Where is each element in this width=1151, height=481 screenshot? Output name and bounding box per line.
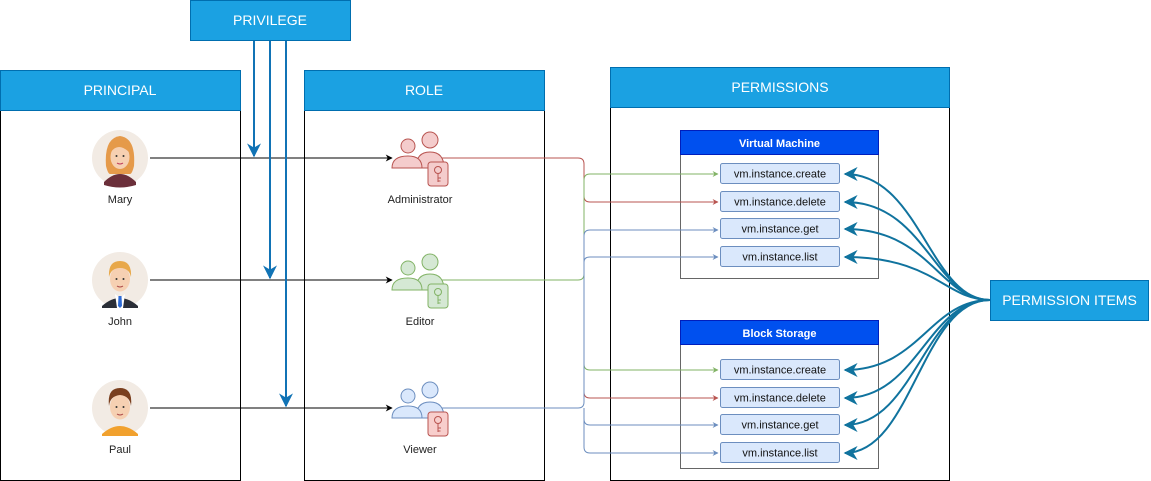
permission-item-label: vm.instance.delete: [734, 393, 826, 405]
permission-item-label: vm.instance.get: [741, 420, 818, 432]
permission-item[interactable]: vm.instance.list: [720, 246, 840, 267]
principal-name: John: [108, 316, 132, 328]
group-title: Virtual Machine: [739, 138, 820, 150]
permissions-header-label: PERMISSIONS: [731, 79, 828, 95]
privilege-edges: [247, 41, 293, 408]
permission-item-label: vm.instance.create: [734, 169, 826, 181]
permission-item-label: vm.instance.delete: [734, 197, 826, 209]
role-permission-edges: [440, 157, 719, 456]
permission-item-label: vm.instance.create: [734, 365, 826, 377]
role-viewer[interactable]: Viewer: [391, 381, 449, 456]
permission-item[interactable]: vm.instance.create: [720, 359, 840, 380]
group-title: Block Storage: [743, 328, 817, 340]
group-header: [680, 320, 879, 345]
principal-name: Paul: [109, 444, 131, 456]
role-name: Administrator: [388, 194, 453, 206]
permission-item[interactable]: vm.instance.create: [720, 163, 840, 184]
user-key-icon: [391, 381, 449, 437]
role-administrator[interactable]: Administrator: [388, 131, 453, 206]
permission-group-block-storage: Block Storage vm.instance.create vm.inst…: [680, 320, 879, 469]
role-name: Editor: [406, 316, 435, 328]
principal-john[interactable]: John: [92, 252, 148, 328]
permission-items-box: PERMISSION ITEMS: [990, 280, 1149, 321]
principal-name: Mary: [108, 194, 133, 206]
permission-item[interactable]: vm.instance.get: [720, 414, 840, 435]
user-key-icon: [391, 131, 449, 187]
principal-header: [0, 70, 241, 111]
role-name: Viewer: [403, 444, 437, 456]
permission-items-edges: [843, 167, 991, 460]
principal-mary[interactable]: Mary: [92, 130, 148, 206]
role-header-label: ROLE: [405, 82, 443, 98]
group-header: [680, 130, 879, 155]
role-editor[interactable]: Editor: [391, 253, 449, 328]
user-key-icon: [391, 253, 449, 309]
shirt: [102, 426, 138, 436]
permission-item[interactable]: vm.instance.delete: [720, 387, 840, 408]
permissions-header: [610, 67, 950, 108]
permission-item-label: vm.instance.list: [742, 252, 817, 264]
permission-item[interactable]: vm.instance.list: [720, 442, 840, 463]
principal-paul[interactable]: Paul: [92, 380, 148, 456]
permission-item-label: vm.instance.get: [741, 224, 818, 236]
permission-item[interactable]: vm.instance.get: [720, 218, 840, 239]
role-header: [304, 70, 545, 111]
permission-item-label: vm.instance.list: [742, 448, 817, 460]
shirt: [104, 174, 136, 188]
permission-item[interactable]: vm.instance.delete: [720, 191, 840, 212]
principal-header-label: PRINCIPAL: [84, 82, 157, 98]
privilege-label: PRIVILEGE: [233, 12, 307, 28]
privilege-box: PRIVILEGE: [190, 0, 351, 41]
permission-items-label: PERMISSION ITEMS: [1002, 292, 1137, 308]
